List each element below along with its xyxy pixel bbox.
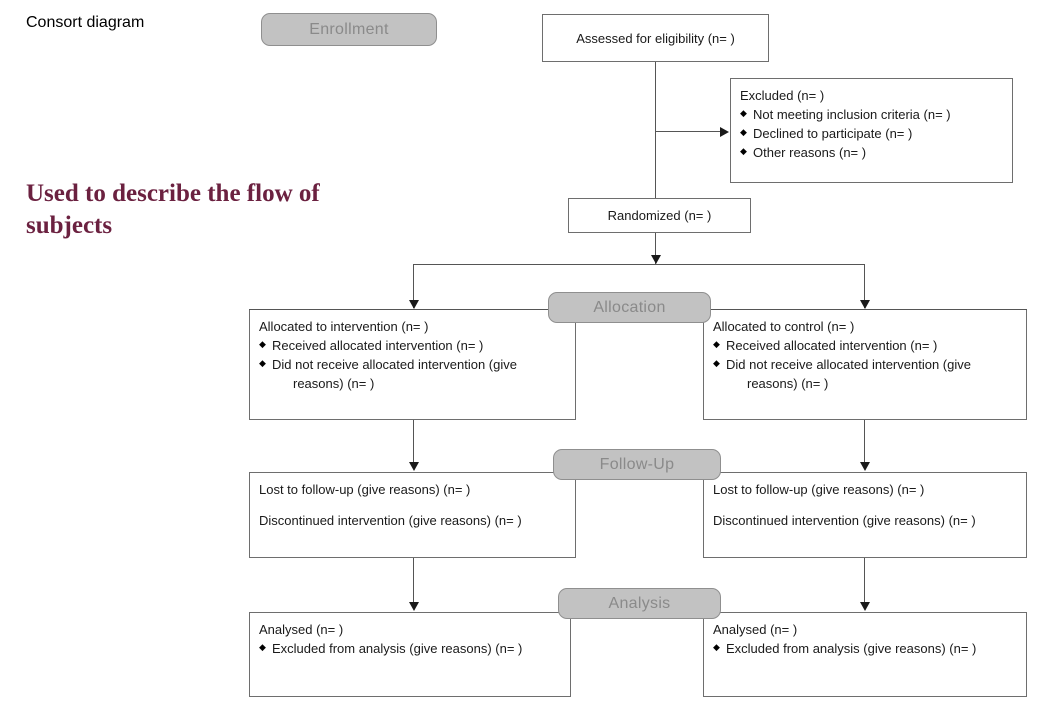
connector-assessed-to-randomized <box>655 62 656 198</box>
excluded-item-2: Other reasons (n= ) <box>740 142 1003 162</box>
box-followup-left: Lost to follow-up (give reasons) (n= ) D… <box>249 472 576 558</box>
arrow-down-icon <box>860 602 870 611</box>
allocated-control-item-1: Received allocated intervention (n= ) <box>713 335 1017 355</box>
box-randomized: Randomized (n= ) <box>568 198 751 233</box>
connector-to-excluded <box>655 131 721 132</box>
box-excluded: Excluded (n= ) Not meeting inclusion cri… <box>730 78 1013 183</box>
connector-followup-right-to-analysis <box>864 558 865 602</box>
arrow-down-icon <box>409 300 419 309</box>
analysis-left-heading: Analysed (n= ) <box>259 622 344 637</box>
box-analysis-left: Analysed (n= ) Excluded from analysis (g… <box>249 612 571 697</box>
connector-alloc-left-to-followup <box>413 420 414 462</box>
page-title: Consort diagram <box>26 14 145 31</box>
allocated-intervention-item-2: Did not receive allocated intervention (… <box>259 354 566 374</box>
arrow-down-icon <box>860 300 870 309</box>
arrow-down-icon <box>651 255 661 264</box>
stage-pill-followup: Follow-Up <box>553 449 721 480</box>
arrow-down-icon <box>409 602 419 611</box>
connector-allocation-split <box>413 264 865 265</box>
allocated-intervention-item-1: Received allocated intervention (n= ) <box>259 335 566 355</box>
stage-pill-analysis: Analysis <box>558 588 721 619</box>
arrow-down-icon <box>409 462 419 471</box>
arrow-down-icon <box>860 462 870 471</box>
followup-left-line-1: Lost to follow-up (give reasons) (n= ) <box>259 482 471 497</box>
analysis-right-item-1: Excluded from analysis (give reasons) (n… <box>713 638 1017 658</box>
followup-right-line-2: Discontinued intervention (give reasons)… <box>713 513 976 528</box>
followup-right-line-1: Lost to follow-up (give reasons) (n= ) <box>713 482 925 497</box>
box-analysis-right: Analysed (n= ) Excluded from analysis (g… <box>703 612 1027 697</box>
connector-alloc-right-to-followup <box>864 420 865 462</box>
box-allocated-to-control: Allocated to control (n= ) Received allo… <box>703 309 1027 420</box>
excluded-item-0: Not meeting inclusion criteria (n= ) <box>740 104 1003 124</box>
allocated-control-item-2: Did not receive allocated intervention (… <box>713 354 1017 374</box>
followup-left-line-2: Discontinued intervention (give reasons)… <box>259 513 522 528</box>
box-followup-right: Lost to follow-up (give reasons) (n= ) D… <box>703 472 1027 558</box>
connector-randomized-down <box>655 233 656 264</box>
box-assessed-for-eligibility: Assessed for eligibility (n= ) <box>542 14 769 62</box>
stage-pill-allocation: Allocation <box>548 292 711 323</box>
allocated-control-heading: Allocated to control (n= ) <box>713 319 855 334</box>
randomized-text: Randomized (n= ) <box>607 208 712 223</box>
analysis-left-item-1: Excluded from analysis (give reasons) (n… <box>259 638 561 658</box>
page-subtitle: Used to describe the flow of subjects <box>26 180 320 239</box>
analysis-right-heading: Analysed (n= ) <box>713 622 798 637</box>
excluded-heading: Excluded (n= ) <box>740 88 825 103</box>
connector-split-left-down <box>413 264 414 308</box>
assessed-text: Assessed for eligibility (n= ) <box>576 30 735 46</box>
connector-split-right-down <box>864 264 865 308</box>
excluded-item-1: Declined to participate (n= ) <box>740 123 1003 143</box>
allocated-intervention-heading: Allocated to intervention (n= ) <box>259 319 429 334</box>
stage-pill-enrollment: Enrollment <box>261 13 437 46</box>
allocated-intervention-item-2-cont: reasons) (n= ) <box>293 376 375 391</box>
arrow-right-icon <box>720 127 729 137</box>
allocated-control-item-2-cont: reasons) (n= ) <box>747 376 829 391</box>
box-allocated-to-intervention: Allocated to intervention (n= ) Received… <box>249 309 576 420</box>
connector-followup-left-to-analysis <box>413 558 414 602</box>
